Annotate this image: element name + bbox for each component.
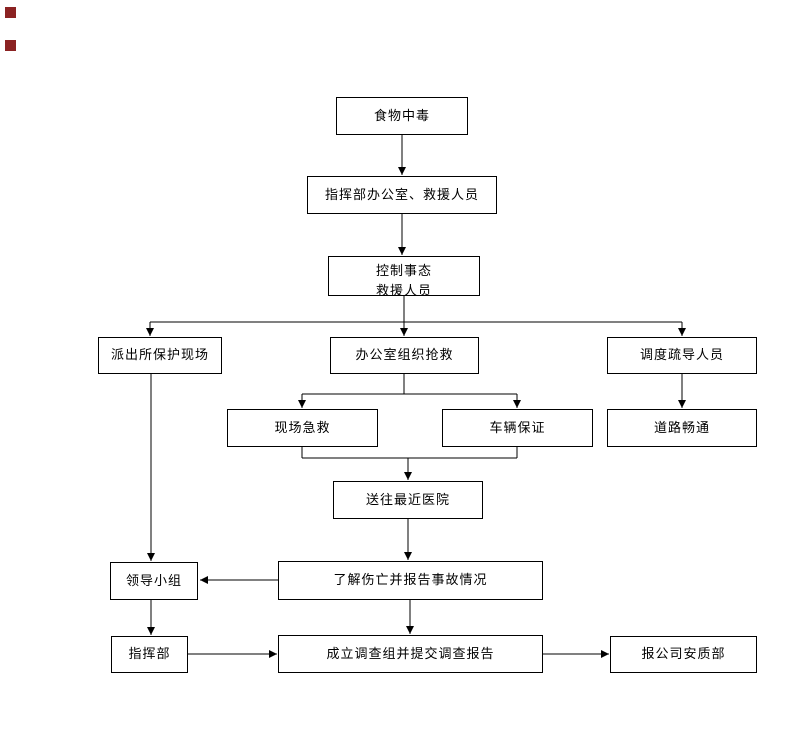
node-label: 办公室组织抢救 [355,348,454,363]
node-label: 指挥部办公室、救援人员 [324,187,479,203]
node-leading-group: 领导小组 [110,562,198,600]
node-vehicle-guarantee: 车辆保证 [442,409,593,447]
node-label: 车辆保证 [489,420,546,436]
node-label: 控制事态 [375,264,432,279]
node-label: 道路畅通 [653,420,710,436]
node-label: 食物中毒 [373,108,430,124]
node-office-rescue: 办公室组织抢救 [330,337,479,374]
node-label: 现场急救 [274,420,331,436]
node-casualty-report: 了解伤亡并报告事故情况 [278,561,543,600]
node-onsite-first-aid: 现场急救 [227,409,378,447]
node-report-safety-dept: 报公司安质部 [610,636,757,673]
node-control-situation: 控制事态 救援人员 [328,256,480,296]
node-label: 领导小组 [125,573,182,589]
node-nearest-hospital: 送往最近医院 [333,481,483,519]
node-label: 调度疏导人员 [639,348,724,363]
node-dispatch-personnel: 调度疏导人员 [607,337,757,374]
red-square-marker [5,40,16,51]
node-label: 指挥部 [128,647,171,662]
node-headquarters: 指挥部 [111,636,188,673]
node-road-clear: 道路畅通 [607,409,757,447]
node-label: 送往最近医院 [365,492,450,508]
node-police-protect-scene: 派出所保护现场 [98,337,222,374]
node-investigation-team: 成立调查组并提交调查报告 [278,635,543,673]
node-label: 派出所保护现场 [110,348,209,363]
red-square-marker [5,7,16,18]
node-label-clipped: 救援人员 [375,284,432,296]
node-label: 了解伤亡并报告事故情况 [333,573,488,588]
node-label: 报公司安质部 [641,647,726,662]
node-food-poisoning: 食物中毒 [336,97,468,135]
node-label: 成立调查组并提交调查报告 [326,646,495,662]
node-command-office: 指挥部办公室、救援人员 [307,176,497,214]
